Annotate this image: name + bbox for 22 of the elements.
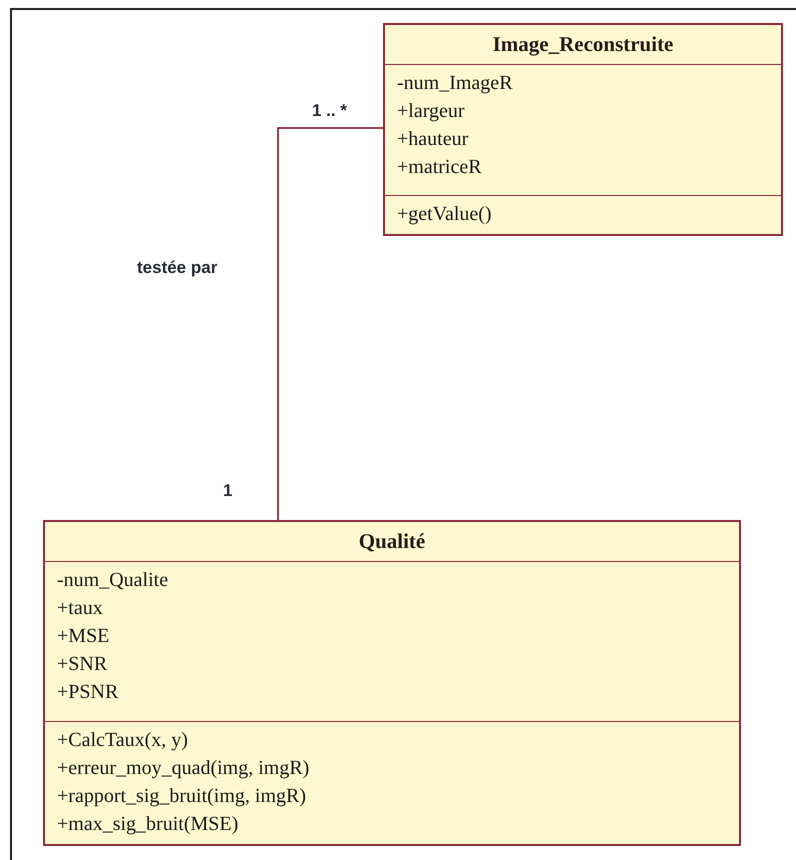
class-box (43, 520, 741, 846)
class-member: +MSE (57, 624, 110, 649)
class-member: +max_sig_bruit(MSE) (57, 812, 238, 837)
class-member: +CalcTaux(x, y) (57, 728, 188, 753)
class-member: -num_ImageR (397, 71, 513, 96)
multiplicity-label: 1 .. * (312, 101, 347, 121)
class-name: Qualité (45, 522, 739, 562)
class-member: +hauteur (397, 127, 468, 152)
class-name: Image_Reconstruite (385, 25, 781, 65)
edge-label: testée par (137, 258, 218, 278)
association-line (277, 127, 383, 520)
class-member: +largeur (397, 99, 465, 124)
multiplicity-label: 1 (223, 481, 232, 501)
class-member: +rapport_sig_bruit(img, imgR) (57, 784, 306, 809)
class-member: +getValue() (397, 202, 492, 227)
class-member: +SNR (57, 652, 108, 677)
class-member: +erreur_moy_quad(img, imgR) (57, 756, 310, 781)
class-box (383, 23, 783, 236)
class-member: +PSNR (57, 680, 118, 705)
class-member: +taux (57, 596, 103, 621)
class-member: +matriceR (397, 155, 482, 180)
class-member: -num_Qualite (57, 568, 168, 593)
